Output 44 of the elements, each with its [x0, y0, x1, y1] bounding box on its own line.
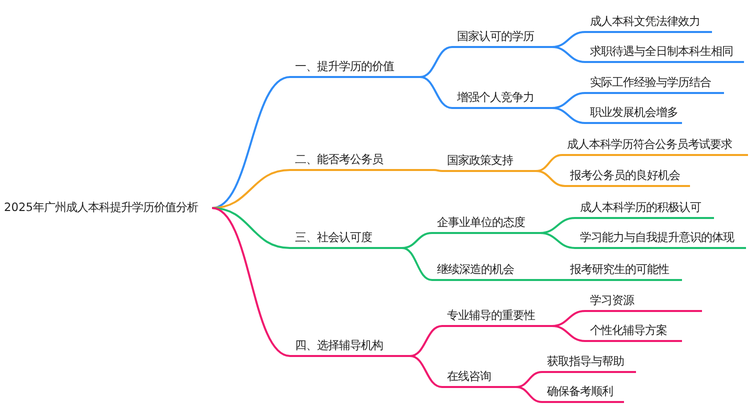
topic-branch: 国家认可的学历: [452, 26, 552, 48]
topic-branch: 继续深造的机会: [432, 259, 556, 281]
topic-branch: 确保备考顺利: [542, 381, 624, 403]
topic-branch: 企事业单位的态度: [432, 212, 540, 234]
central-topic: 2025年广州成人本科提升学历价值分析: [4, 197, 212, 219]
branch-line: [552, 46, 586, 63]
topic-branch: 成人本科学历的积极认可: [575, 197, 714, 219]
branch-line: [540, 232, 576, 249]
branch-line: [212, 76, 290, 209]
topic-branch: 国家政策支持: [442, 150, 536, 172]
topic-branch: 专业辅导的重要性: [442, 305, 552, 327]
branch-line: [516, 371, 542, 388]
branch-line: [402, 232, 432, 249]
topic-branch: 职业发展机会增多: [585, 102, 682, 124]
topic-branch: 增强个人竞争力: [452, 87, 552, 109]
topic-branch: 报考公务员的良好机会: [565, 165, 690, 187]
branch-line: [402, 247, 432, 281]
topic-branch: 在线咨询: [442, 366, 516, 388]
branch-line: [212, 207, 290, 357]
topic-branch: 二、能否考公务员: [290, 149, 434, 171]
branch-line: [410, 355, 442, 388]
branch-line: [516, 386, 542, 403]
topic-branch: 报考研究生的可能性: [565, 259, 682, 281]
topic-branch: 三、社会认可度: [290, 227, 402, 249]
topic-branch: 成人本科文凭法律效力: [585, 11, 712, 33]
branch-line: [212, 207, 290, 249]
branch-line: [420, 46, 452, 78]
topic-branch: 成人本科学历符合公务员考试要求: [562, 134, 748, 156]
branch-line: [434, 169, 442, 172]
topic-branch: 四、选择辅导机构: [290, 335, 410, 357]
branch-line: [410, 325, 442, 357]
topic-branch: 求职待遇与全日制本科生相同: [585, 41, 744, 63]
topic-branch: 一、提升学历的价值: [290, 56, 420, 78]
branch-line: [536, 154, 562, 172]
branch-line: [536, 170, 566, 187]
branch-line: [556, 279, 565, 281]
branch-line: [552, 107, 586, 124]
branch-line: [420, 76, 452, 109]
branch-line: [552, 325, 586, 342]
topic-branch: 个性化辅导方案: [585, 320, 682, 342]
topic-branch: 学习资源: [585, 290, 702, 312]
topic-branch: 学习能力与自我提升意识的体现: [575, 227, 746, 249]
topic-branch: 实际工作经验与学历结合: [585, 72, 724, 94]
topic-branch: 获取指导与帮助: [542, 351, 636, 373]
